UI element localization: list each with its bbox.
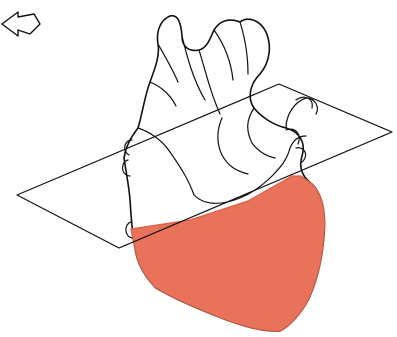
arrow-icon	[2, 12, 40, 36]
